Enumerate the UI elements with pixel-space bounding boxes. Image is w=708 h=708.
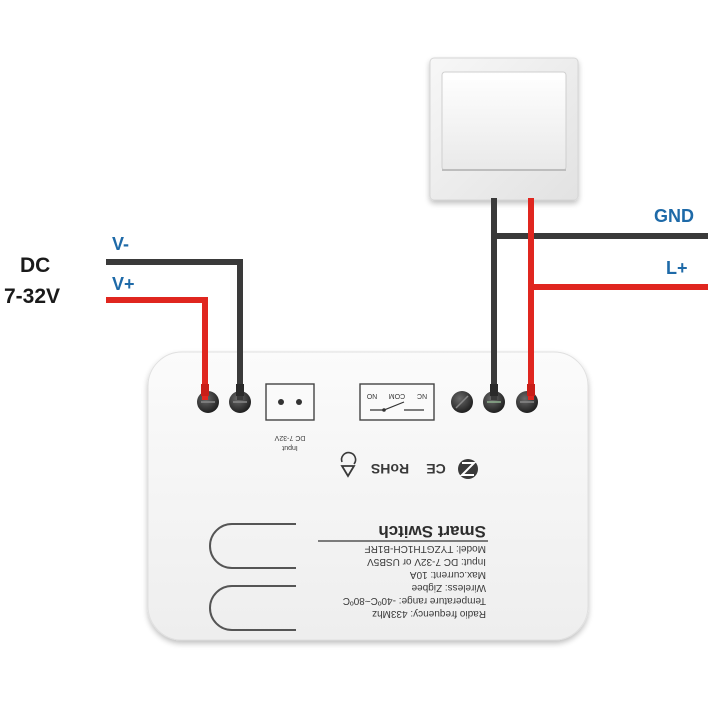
zigbee-icon	[458, 459, 478, 479]
spec-line-4: Wireless: Zigbee	[411, 582, 486, 593]
smart-switch-device: Input DC 7-32V NC COM NO	[147, 351, 589, 641]
device-title: Smart Switch	[378, 522, 486, 541]
spec-line-6: Radio frequency: 433Mhz	[372, 608, 486, 619]
spec-line-2: Input: DC 7-32V or USB5V	[367, 556, 486, 567]
wall-switch-icon	[429, 57, 579, 201]
relay-contact-block: NC COM NO	[359, 383, 435, 421]
wire-v-plus	[106, 297, 208, 400]
relay-no-label: NO	[366, 392, 377, 399]
terminal-gnd	[483, 391, 505, 413]
recycle-icon	[340, 451, 357, 478]
dc-voltage-label: 7-32V	[4, 285, 60, 308]
rohs-mark: RoHS	[371, 461, 409, 477]
relay-com-label: COM	[389, 392, 406, 399]
spec-line-5: Temperature range: -40ºC~80ºC	[343, 595, 486, 606]
ce-mark: CE	[426, 461, 445, 477]
spec-line-1: Model: TYZGTH1CH-B1RF	[364, 543, 486, 554]
input-voltage-label: DC 7-32V	[274, 434, 305, 441]
spec-line-3: Max.current: 10A	[410, 569, 486, 580]
wire-v-minus	[106, 259, 243, 400]
terminal-v-minus	[229, 391, 251, 413]
mounting-slot-bottom	[209, 585, 296, 631]
v-minus-label: V-	[112, 234, 129, 254]
terminal-unused	[451, 391, 473, 413]
v-plus-label: V+	[112, 274, 135, 294]
dc-label: DC	[20, 254, 50, 277]
input-label: Input	[282, 444, 298, 451]
mounting-slot-top	[209, 523, 296, 569]
input-dc-port: Input DC 7-32V	[265, 383, 315, 451]
l-plus-label: L+	[666, 258, 688, 278]
gnd-label: GND	[654, 206, 694, 226]
relay-nc-label: NC	[417, 392, 427, 399]
